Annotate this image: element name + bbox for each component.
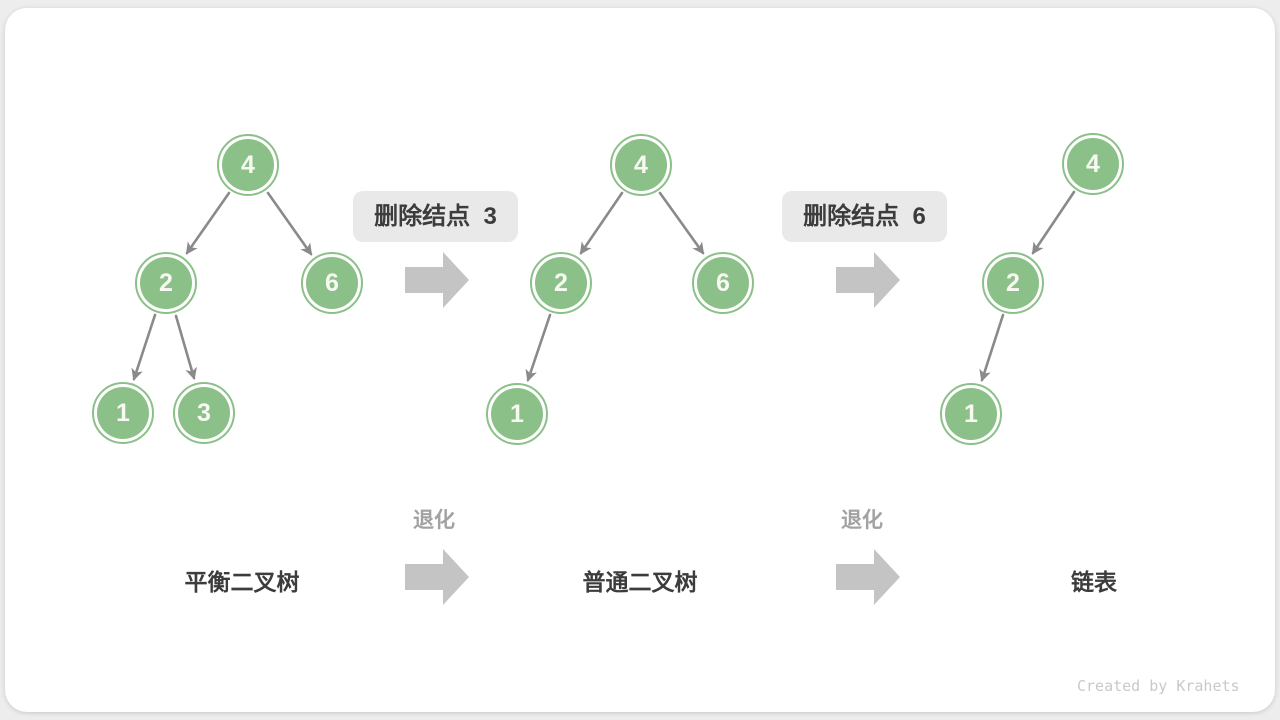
tree2-node-6-value: 6 (697, 257, 749, 309)
tree3-node-4: 4 (1062, 133, 1124, 195)
tree3-node-1: 1 (940, 383, 1002, 445)
tree3-node-2-value: 2 (987, 257, 1039, 309)
degrade-arrow-icon (405, 549, 469, 605)
tree-edge (266, 191, 313, 256)
tree-edge (579, 191, 624, 255)
tree2-node-1-value: 1 (491, 388, 543, 440)
tree3-node-4-value: 4 (1067, 138, 1119, 190)
tree-edge (174, 314, 197, 380)
tree1-node-4-value: 4 (222, 139, 274, 191)
tree2-node-2-value: 2 (535, 257, 587, 309)
tree1-node-2: 2 (135, 252, 197, 314)
tree1-node-3: 3 (173, 382, 235, 444)
degrade-arrow-icon (836, 549, 900, 605)
degrade-label: 退化 (413, 509, 455, 532)
tree1-node-1-value: 1 (97, 387, 149, 439)
watermark: Created by Krahets (1077, 677, 1240, 695)
tree1-node-6-value: 6 (306, 257, 358, 309)
tree-edge (131, 313, 157, 381)
transform-arrow-icon (405, 252, 469, 308)
tree3-node-1-value: 1 (945, 388, 997, 440)
tree2-node-1: 1 (486, 383, 548, 445)
tree1-node-3-value: 3 (178, 387, 230, 439)
tree1-node-6: 6 (301, 252, 363, 314)
tree2-node-2: 2 (530, 252, 592, 314)
tree-edge (185, 191, 231, 255)
tree2-node-6: 6 (692, 252, 754, 314)
degrade-label: 退化 (841, 509, 883, 532)
diagram-card (5, 8, 1275, 712)
delete-node-6-label: 删除结点 6 (782, 191, 947, 242)
stage-label-balanced-binary-tree: 平衡二叉树 (184, 569, 300, 595)
tree1-node-1: 1 (92, 382, 154, 444)
stage-label-linked-list: 链表 (1071, 569, 1117, 595)
tree3-node-2: 2 (982, 252, 1044, 314)
tree1-node-2-value: 2 (140, 257, 192, 309)
tree-edge (1031, 190, 1076, 255)
tree2-node-4-value: 4 (615, 139, 667, 191)
tree-edge (525, 313, 552, 382)
tree2-node-4: 4 (610, 134, 672, 196)
delete-node-3-label: 删除结点 3 (353, 191, 518, 242)
tree-edge (658, 191, 705, 255)
transform-arrow-icon (836, 252, 900, 308)
tree1-node-4: 4 (217, 134, 279, 196)
stage-label-ordinary-binary-tree: 普通二叉树 (582, 569, 698, 595)
tree-edge (979, 313, 1005, 382)
